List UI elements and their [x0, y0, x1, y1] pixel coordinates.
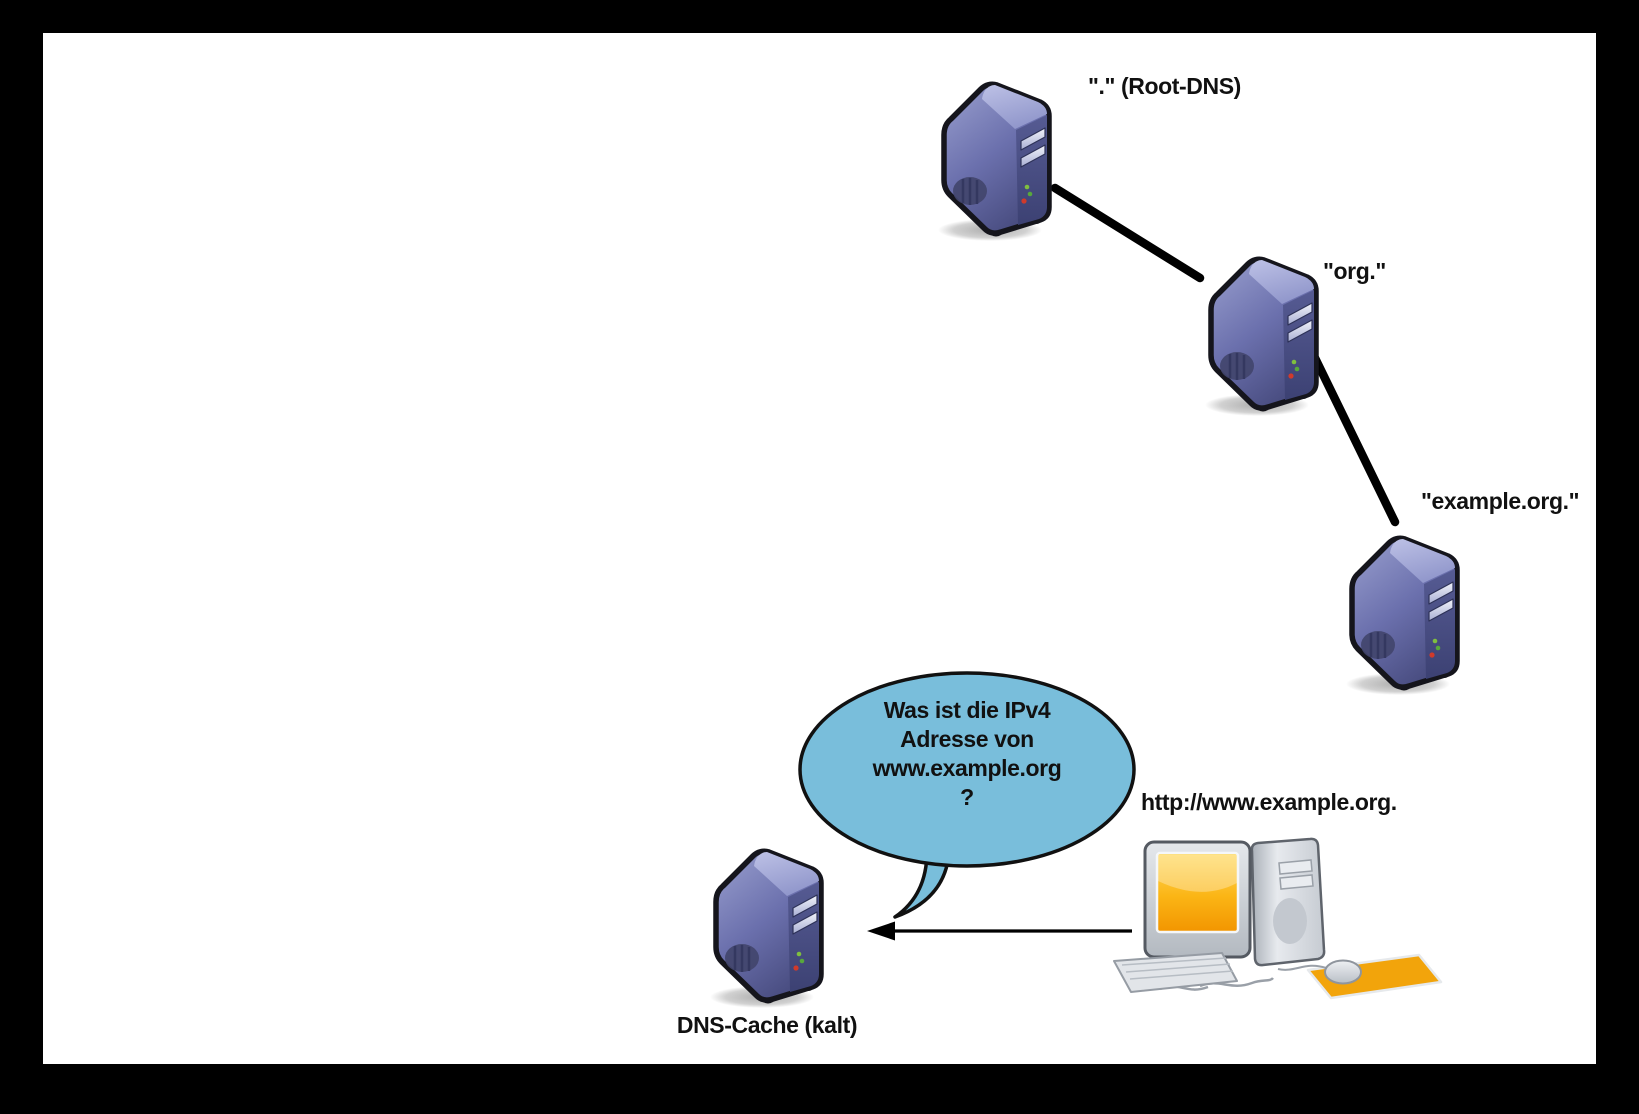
edge-org-to-example	[1310, 353, 1400, 527]
label-root-dns: "." (Root-DNS)	[1088, 73, 1241, 99]
query-arrow	[867, 921, 1132, 941]
speech-bubble-tail	[893, 849, 951, 919]
diagram-canvas: Was ist die IPv4 Adresse von www.example…	[43, 33, 1596, 1064]
edges-layer	[867, 183, 1400, 941]
label-client-url: http://www.example.org.	[1141, 789, 1397, 815]
speech-bubble-text: Was ist die IPv4 Adresse von www.example…	[872, 697, 1062, 810]
label-org: "org."	[1323, 258, 1386, 284]
edge-root-to-org	[1050, 183, 1205, 283]
speech-bubble	[798, 671, 1136, 919]
server-icon-org	[1197, 248, 1327, 418]
label-example-org: "example.org."	[1421, 488, 1580, 514]
server-icon-example-org	[1338, 527, 1468, 697]
server-icon-root-dns	[930, 73, 1060, 243]
label-dns-cache: DNS-Cache (kalt)	[676, 1012, 858, 1038]
